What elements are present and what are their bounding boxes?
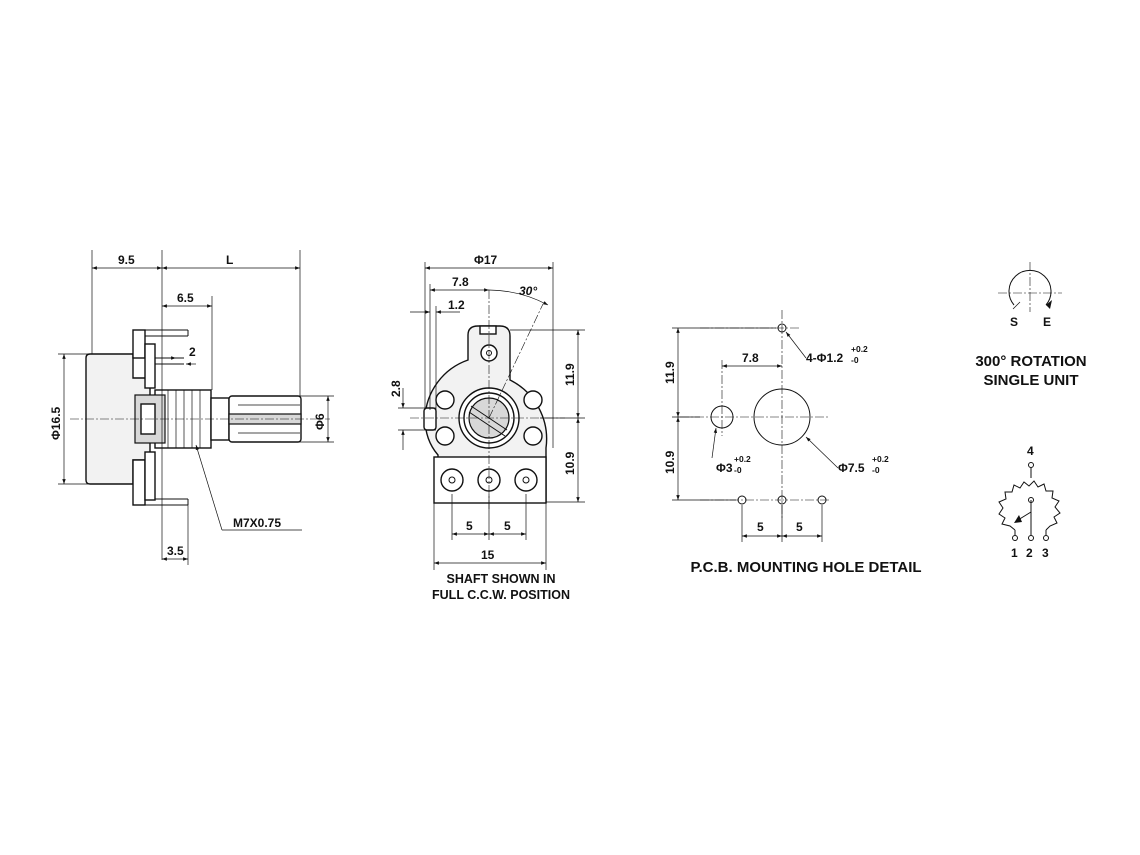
pin-4 — [1028, 462, 1034, 468]
pin-2-label: 2 — [1026, 546, 1033, 560]
angle-30: 30° — [519, 284, 537, 298]
pcb-hole-3: Φ3 — [716, 461, 733, 475]
bracket-bottom — [144, 451, 156, 501]
dim-6-5: 6.5 — [177, 291, 194, 305]
rotation-diagram: S E 300° ROTATION SINGLE UNIT — [975, 262, 1087, 389]
pcb-hole-pin-2 — [777, 495, 787, 505]
dim-5-right: 5 — [504, 519, 511, 533]
dim-2: 2 — [189, 345, 196, 359]
pin-1 — [1012, 535, 1018, 541]
terminal-top — [132, 329, 146, 359]
pcb-hole-3-tol-plus: +0.2 — [734, 454, 751, 464]
bracket-top — [144, 343, 156, 389]
pcb-hole-7-5mm — [753, 388, 811, 446]
schematic-diagram: 4 1 2 3 — [998, 444, 1061, 560]
front-terminal-3 — [514, 468, 538, 492]
pin-1-label: 1 — [1011, 546, 1018, 560]
terminal-lead-top — [145, 329, 189, 337]
pcb-hole-7-5-tol-plus: +0.2 — [872, 454, 889, 464]
pin-3 — [1043, 535, 1049, 541]
dim-11-9: 11.9 — [563, 363, 577, 386]
rotation-arc — [1008, 269, 1052, 306]
pcb-hole-pin-3 — [817, 495, 827, 505]
pcb-dim-5-right: 5 — [796, 520, 803, 534]
rotation-title-1: 300° ROTATION — [975, 353, 1086, 370]
terminal-bottom — [132, 459, 146, 506]
dim-1-2: 1.2 — [448, 298, 465, 312]
anti-rotation-tab — [423, 407, 437, 431]
dim-9-5: 9.5 — [118, 253, 135, 267]
pcb-hole-3mm — [710, 405, 734, 429]
caption-line-2: FULL C.C.W. POSITION — [432, 588, 570, 602]
caption-line-1: SHAFT SHOWN IN — [446, 572, 555, 586]
dim-l: L — [226, 253, 233, 267]
pcb-hole-pin-1 — [737, 495, 747, 505]
rotation-label-e: E — [1043, 315, 1051, 329]
dim-dia-17: Φ17 — [474, 253, 498, 267]
dim-7-8: 7.8 — [452, 275, 469, 289]
pcb-holes-4: 4-Φ1.2 — [806, 351, 844, 365]
pcb-dim-10-9: 10.9 — [663, 450, 677, 474]
dim-2-8: 2.8 — [389, 380, 403, 397]
dim-10-9: 10.9 — [563, 451, 577, 475]
dim-15: 15 — [481, 548, 495, 562]
front-view: Φ17 7.8 1.2 30° 2.8 11.9 10.9 5 5 15 SHA… — [389, 253, 585, 602]
pcb-dim-7-8: 7.8 — [742, 351, 759, 365]
rotation-title-2: SINGLE UNIT — [983, 372, 1078, 389]
pcb-holes-4-tol-minus: -0 — [851, 355, 859, 365]
thread-spec: M7X0.75 — [233, 516, 281, 530]
pin-4-label: 4 — [1027, 444, 1034, 458]
dim-dia-6: Φ6 — [313, 413, 327, 430]
front-terminal-1 — [440, 468, 464, 492]
dim-5-left: 5 — [466, 519, 473, 533]
pcb-hole-3-tol-minus: -0 — [734, 465, 742, 475]
resistor-element — [998, 480, 1061, 531]
pcb-dim-11-9: 11.9 — [663, 361, 677, 384]
pcb-holes-4-tol-plus: +0.2 — [851, 344, 868, 354]
pcb-dim-5-left: 5 — [757, 520, 764, 534]
pcb-hole-7-5: Φ7.5 — [838, 461, 865, 475]
dim-3-5: 3.5 — [167, 544, 184, 558]
rotation-label-s: S — [1010, 315, 1018, 329]
pcb-hole-top — [777, 323, 787, 333]
pcb-hole-7-5-tol-minus: -0 — [872, 465, 880, 475]
pcb-hole-detail: 11.9 10.9 7.8 4-Φ1.2 +0.2 -0 Φ3 +0.2 -0 … — [663, 310, 922, 576]
dim-dia-16-5: Φ16.5 — [49, 406, 63, 440]
pin-2 — [1028, 535, 1034, 541]
pin-3-label: 3 — [1042, 546, 1049, 560]
side-view: 9.5 L 6.5 2 Φ16.5 Φ6 M7X0.75 3.5 — [49, 250, 334, 565]
pcb-title: P.C.B. MOUNTING HOLE DETAIL — [690, 559, 921, 576]
